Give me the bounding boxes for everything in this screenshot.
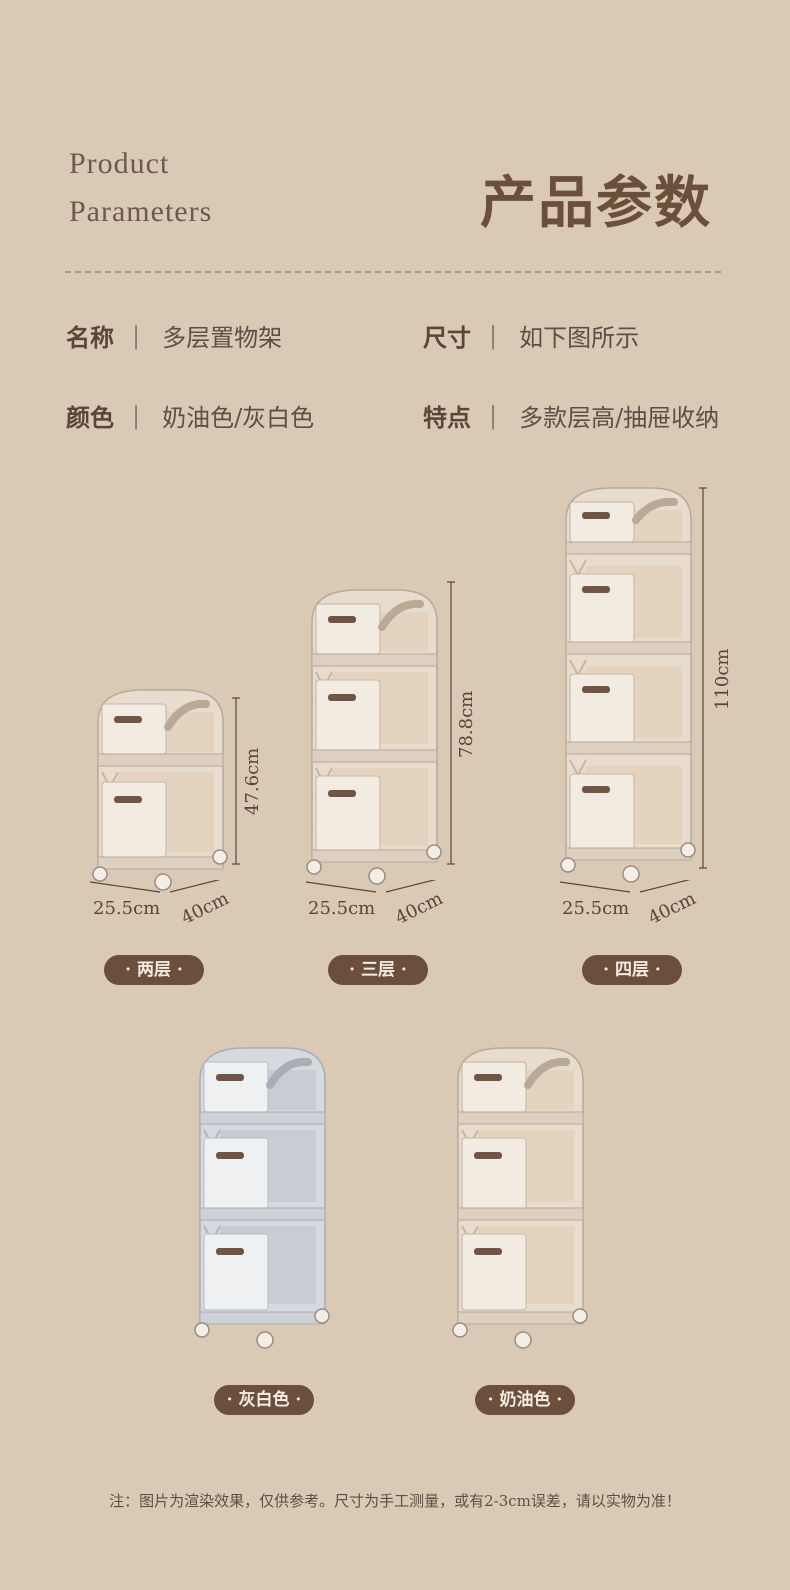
shelf-grey-image — [194, 1047, 330, 1349]
height-dimension-line-3 — [699, 487, 707, 869]
shelf-cream-image — [452, 1047, 588, 1349]
param-key: 颜色 — [66, 403, 114, 432]
shelf-two-width: 25.5cm — [93, 898, 161, 919]
title-english: Product Parameters — [69, 140, 212, 236]
height-dimension-line-2 — [447, 581, 455, 865]
tier-badge-two: · 两层 · — [104, 955, 204, 985]
param-value: 多层置物架 — [162, 324, 283, 352]
param-value: 多款层高/抽屉收纳 — [519, 404, 720, 432]
param-feature: 特点 | 多款层高/抽屉收纳 — [423, 398, 719, 433]
dashed-divider — [65, 271, 721, 273]
param-separator: | — [132, 401, 141, 430]
shelf-four-height: 110cm — [712, 648, 733, 710]
disclaimer-note: 注：图片为渲染效果，仅供参考。尺寸为手工测量，或有2-3cm误差，请以实物为准！ — [109, 1492, 681, 1510]
shelf-four-width: 25.5cm — [562, 898, 630, 919]
param-color: 颜色 | 奶油色/灰白色 — [66, 398, 314, 433]
base-dimension-lines-3 — [559, 880, 691, 893]
shelf-three-width: 25.5cm — [308, 898, 376, 919]
title-english-line1: Product — [69, 147, 170, 180]
param-separator: | — [132, 321, 141, 350]
param-separator: | — [489, 401, 498, 430]
base-dimension-lines-2 — [305, 880, 437, 893]
base-dimension-lines-1 — [89, 880, 221, 893]
height-dimension-line-1 — [232, 697, 240, 865]
tier-badge-three: · 三层 · — [328, 955, 428, 985]
tier-badge-four: · 四层 · — [582, 955, 682, 985]
title-english-line2: Parameters — [69, 195, 213, 228]
param-key: 名称 — [66, 323, 114, 352]
color-badge-grey: · 灰白色 · — [214, 1385, 314, 1415]
shelf-three-tier-image — [306, 589, 442, 885]
param-key: 尺寸 — [423, 323, 471, 352]
shelf-three-height: 78.8cm — [456, 690, 477, 758]
param-size: 尺寸 | 如下图所示 — [423, 318, 639, 353]
param-separator: | — [489, 321, 498, 350]
param-name: 名称 | 多层置物架 — [66, 318, 282, 353]
shelf-two-tier-image — [92, 689, 228, 891]
param-value: 如下图所示 — [519, 324, 640, 352]
param-key: 特点 — [423, 403, 471, 432]
title-chinese: 产品参数 — [480, 170, 712, 236]
shelf-four-tier-image — [560, 487, 696, 883]
color-badge-cream: · 奶油色 · — [475, 1385, 575, 1415]
shelf-two-height: 47.6cm — [242, 747, 263, 815]
param-value: 奶油色/灰白色 — [162, 404, 315, 432]
